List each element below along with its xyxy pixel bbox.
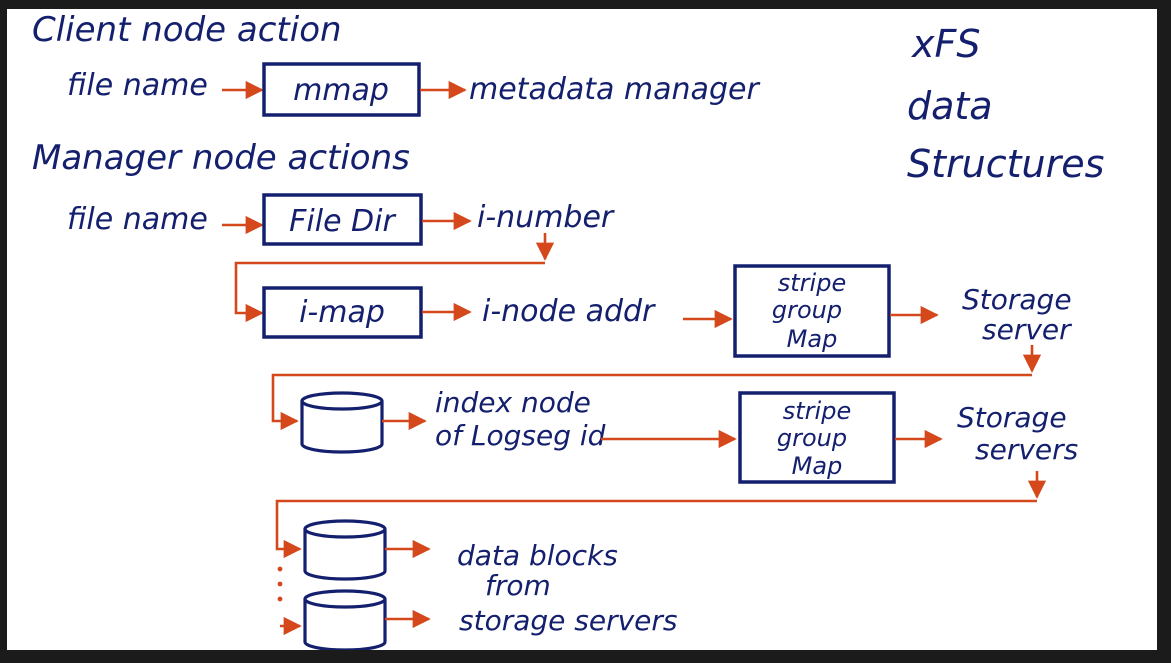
connector-to-i-map: [234, 261, 545, 323]
heading-manager-node-actions: Manager node actions: [32, 138, 410, 178]
index-node-cylinder: [300, 391, 384, 454]
i-number-label: i-number: [477, 200, 615, 235]
stripe-group-map-box-1: [733, 264, 891, 358]
stripe-box-1-line-3: Map: [787, 325, 838, 353]
stripe-box-2-line-3: Map: [792, 452, 843, 480]
manager-input-label: file name: [67, 202, 208, 237]
metadata-manager-label: metadata manager: [469, 72, 760, 107]
stripe-box-1-line-1: stripe: [778, 269, 846, 297]
index-node-line-1: index node: [435, 386, 591, 419]
i-node-addr-label: i-node addr: [482, 294, 656, 329]
i-map-box: [262, 286, 423, 339]
ellipsis-dot-1: [277, 566, 283, 572]
file-dir-box: [262, 193, 423, 246]
mmap-label: mmap: [293, 73, 389, 108]
file-dir-label: File Dir: [289, 204, 396, 239]
data-block-cylinder-1: [303, 519, 387, 581]
connector-to-data-blocks: [275, 499, 1037, 559]
index-node-line-2: of Logseg id: [435, 419, 606, 452]
title-line-1: xFS: [911, 22, 980, 66]
stripe-box-1-line-2: group: [772, 296, 842, 324]
stripe-box-2-line-2: group: [777, 424, 847, 452]
stripe-box-2-line-1: stripe: [783, 397, 851, 425]
data-blocks-line-2: from: [485, 569, 551, 602]
storage-servers-line-1: Storage: [957, 401, 1067, 434]
xfs-diagram: Client node action Manager node actions …: [32, 10, 1104, 650]
data-blocks-line-1: data blocks: [457, 539, 618, 572]
data-blocks-line-3: storage servers: [459, 604, 678, 637]
ellipsis-dot-3: [277, 596, 283, 602]
data-block-cylinder-2: [303, 589, 387, 650]
ellipsis-dot-2: [277, 581, 283, 587]
mmap-box: [262, 62, 421, 117]
i-map-label: i-map: [299, 295, 385, 330]
title-line-3: Structures: [907, 142, 1104, 186]
title-line-2: data: [907, 84, 993, 128]
heading-client-node-action: Client node action: [32, 10, 342, 50]
whiteboard-canvas: Client node action Manager node actions …: [7, 9, 1157, 650]
client-input-label: file name: [67, 68, 208, 103]
stripe-group-map-box-2: [738, 391, 896, 484]
storage-servers-line-2: servers: [975, 433, 1078, 466]
storage-server-line-2: server: [982, 313, 1072, 346]
connector-to-index-node: [271, 373, 1032, 431]
storage-server-line-1: Storage: [962, 283, 1072, 316]
